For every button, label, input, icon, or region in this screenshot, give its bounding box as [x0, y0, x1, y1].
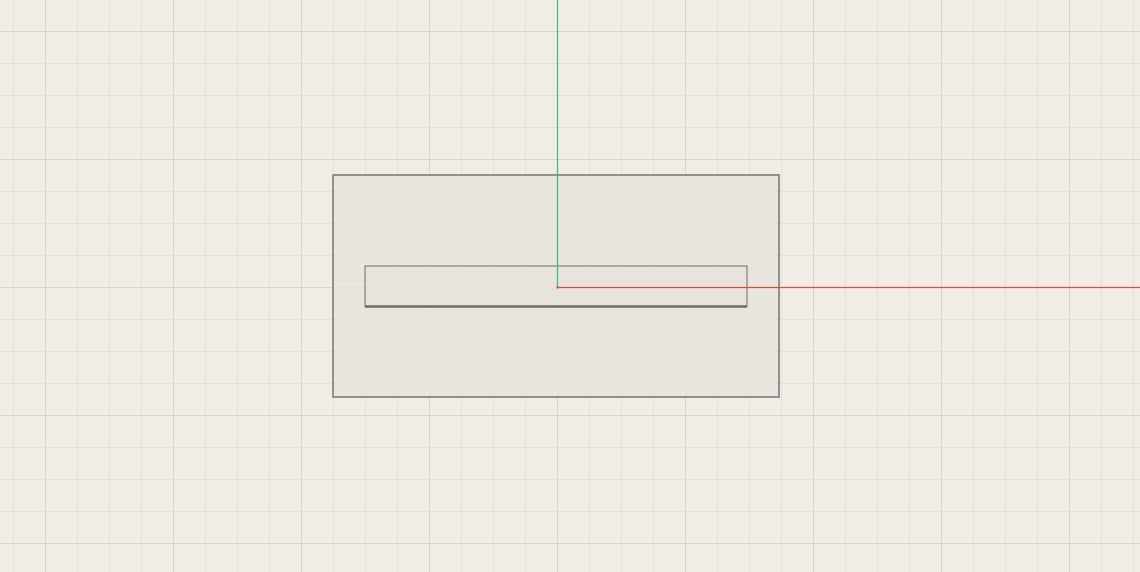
inner-slot-group[interactable] [364, 265, 748, 308]
inner-slot-rectangle[interactable] [364, 265, 748, 307]
origin-point[interactable] [556, 286, 559, 289]
